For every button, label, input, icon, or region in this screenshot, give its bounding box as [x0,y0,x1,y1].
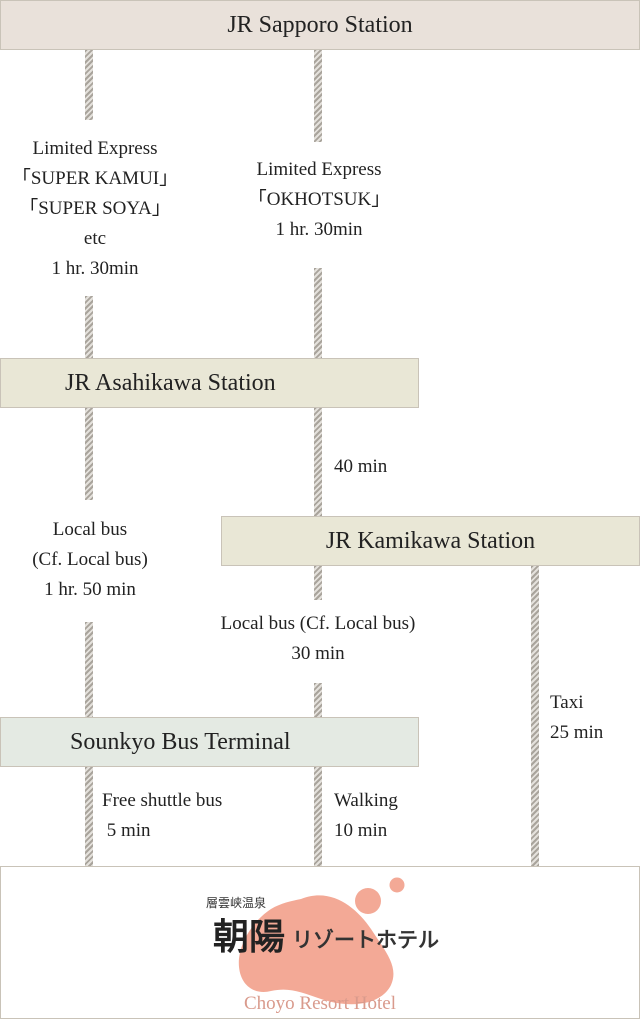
route-label-line: (Cf. Local bus) [32,549,148,570]
route-line-left-sapporo-asahikawa-lower [85,296,93,358]
logo-blob-shape [238,895,394,1005]
station-sounkyo-bus-terminal: Sounkyo Bus Terminal [0,717,419,767]
route-label-super-kamui: Limited Express 「SUPER KAMUI」 「SUPER SOY… [0,134,190,284]
route-label-line: 40 min [334,456,388,477]
route-label-walking: Walking 10 min [334,786,398,846]
destination-hotel: 層雲峡温泉 朝陽 リゾートホテル Choyo Resort Hotel [0,866,640,1019]
route-label-line: 「SUPER SOYA」 [19,198,171,219]
route-label-asahikawa-sounkyo-bus: Local bus (Cf. Local bus) 1 hr. 50 min [0,515,180,605]
station-sapporo: JR Sapporo Station [0,0,640,50]
hotel-name-english: Choyo Resort Hotel [244,993,396,1014]
route-label-line: 30 min [291,643,345,664]
hotel-name-kanji: 朝陽 [213,916,285,958]
route-label-line: 5 min [102,820,151,841]
route-line-sounkyo-hotel-walking [314,767,322,866]
route-line-kamikawa-hotel-taxi [531,566,539,866]
route-label-line: Limited Express [256,159,382,180]
route-label-line: 10 min [334,820,388,841]
route-label-line: 25 min [550,722,604,743]
route-label-asahikawa-kamikawa: 40 min [334,452,387,482]
route-line-left-sapporo-asahikawa-upper [85,50,93,120]
route-label-free-shuttle: Free shuttle bus 5 min [102,786,222,846]
route-line-asahikawa-kamikawa [314,408,322,516]
route-label-line: 1 hr. 50 min [44,579,136,600]
route-label-line: 「OKHOTSUK」 [247,189,391,210]
route-label-line: Walking [334,790,398,811]
route-label-line: 1 hr. 30min [275,219,363,240]
route-label-line: Free shuttle bus [102,790,223,811]
station-sapporo-label: JR Sapporo Station [227,11,413,38]
hotel-small-name: 層雲峡温泉 [206,896,266,910]
logo-dot-small [389,877,405,893]
station-sounkyo-label: Sounkyo Bus Terminal [70,728,291,755]
route-line-sounkyo-hotel-shuttle [85,767,93,866]
route-label-line: etc [83,228,107,249]
station-kamikawa: JR Kamikawa Station [221,516,640,566]
route-label-line: Local bus (Cf. Local bus) [220,613,416,634]
station-asahikawa: JR Asahikawa Station [0,358,419,408]
station-kamikawa-label: JR Kamikawa Station [325,527,536,554]
route-label-taxi: Taxi 25 min [550,688,603,748]
station-asahikawa-label: JR Asahikawa Station [65,369,276,396]
logo-dot-medium [355,888,381,914]
route-label-line: Limited Express [32,138,158,159]
route-label-line: Local bus [52,519,128,540]
route-line-left-asahikawa-sounkyo-upper [85,408,93,500]
route-line-kamikawa-sounkyo-upper [314,566,322,600]
route-label-line: 1 hr. 30min [51,258,139,279]
route-label-line: Taxi [550,692,584,713]
route-label-line: 「SUPER KAMUI」 [11,168,179,189]
hotel-logo: 層雲峡温泉 朝陽 リゾートホテル Choyo Resort Hotel [206,877,439,1014]
route-label-okhotsuk: Limited Express 「OKHOTSUK」 1 hr. 30min [219,155,419,245]
hotel-name-kana: リゾートホテル [292,928,439,952]
route-line-right-sapporo-asahikawa-lower [314,268,322,358]
route-line-left-asahikawa-sounkyo-lower [85,622,93,717]
route-line-kamikawa-sounkyo-lower [314,683,322,717]
route-label-kamikawa-sounkyo-bus: Local bus (Cf. Local bus) 30 min [178,609,458,669]
route-line-right-sapporo-asahikawa-upper [314,50,322,142]
